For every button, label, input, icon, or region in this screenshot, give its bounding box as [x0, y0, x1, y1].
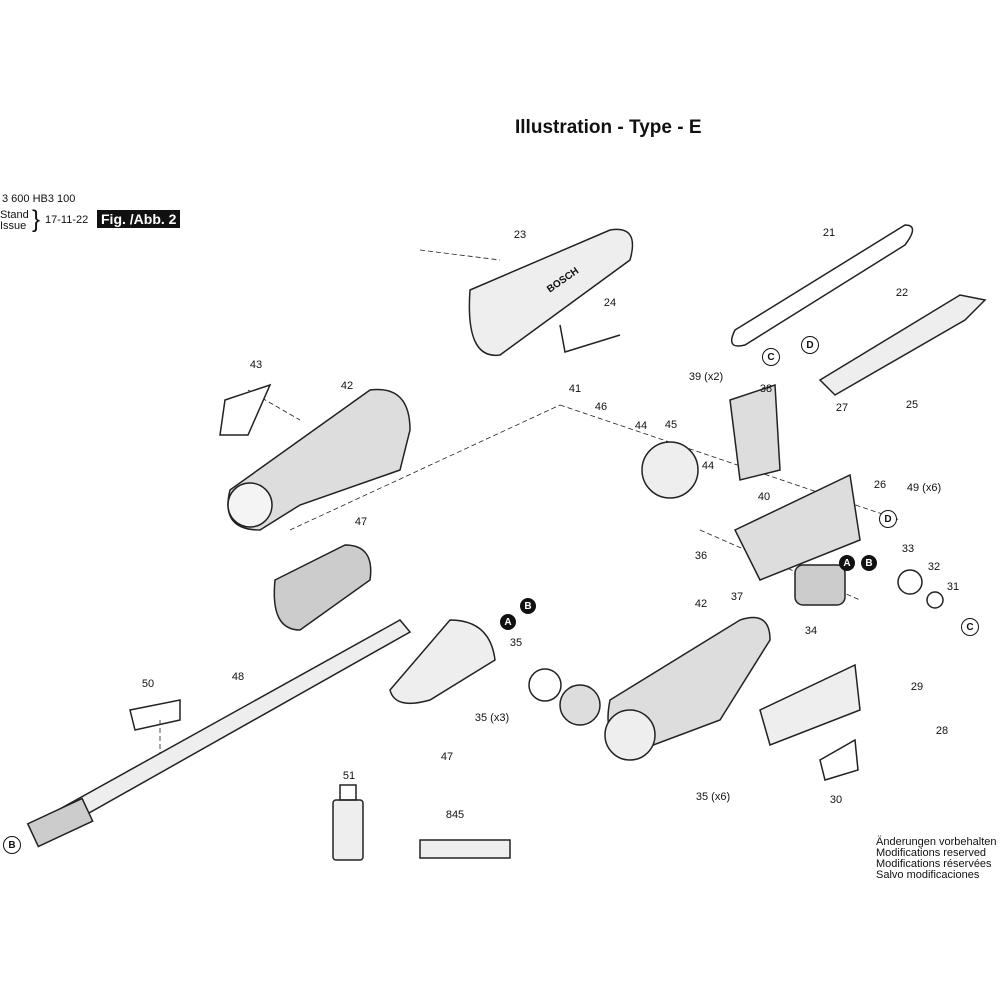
callout: 22	[895, 287, 909, 299]
callout: 33	[901, 543, 915, 555]
note: Salvo modificaciones	[876, 869, 980, 881]
callout: 44	[701, 460, 715, 472]
callout: 51	[342, 770, 356, 782]
callout: 46	[594, 401, 608, 413]
callout: 845	[445, 809, 465, 821]
connection-marker: B	[861, 555, 877, 571]
issue-date: 17-11-22	[45, 214, 89, 226]
callout: 36	[694, 550, 708, 562]
modification-notes: Änderungen vorbehalten Modifications res…	[876, 837, 996, 881]
callout: 38	[759, 383, 773, 395]
callout: 31	[946, 581, 960, 593]
callout: 25	[905, 399, 919, 411]
callout: 42	[694, 598, 708, 610]
callout: 45	[664, 419, 678, 431]
stand-label: Stand	[0, 209, 29, 221]
callout: 28	[935, 725, 949, 737]
callout: 30	[829, 794, 843, 806]
connection-marker: A	[839, 555, 855, 571]
note: Modifications reserved	[876, 847, 987, 859]
callout: 41	[568, 383, 582, 395]
callout: 43	[249, 359, 263, 371]
callout: 23	[513, 229, 527, 241]
callout: 35 (x3)	[474, 712, 510, 724]
callout: 35 (x6)	[695, 791, 731, 803]
connection-marker: D	[801, 336, 819, 354]
callout: 39 (x2)	[688, 371, 724, 383]
connection-marker: B	[520, 598, 536, 614]
callout: 37	[730, 591, 744, 603]
callout: 40	[757, 491, 771, 503]
callout: 50	[141, 678, 155, 690]
connection-marker: D	[879, 510, 897, 528]
callout: 47	[440, 751, 454, 763]
callout: 34	[804, 625, 818, 637]
page-title: Illustration - Type - E	[515, 117, 702, 138]
callout: 26	[873, 479, 887, 491]
callout: 47	[354, 516, 368, 528]
part-number: 3 600 HB3 100	[2, 193, 76, 205]
callout: 48	[231, 671, 245, 683]
note: Modifications réservées	[876, 858, 992, 870]
note: Änderungen vorbehalten	[876, 836, 997, 848]
figure-label: Fig. /Abb. 2	[97, 210, 181, 228]
connection-marker: C	[961, 618, 979, 636]
callout: 44	[634, 420, 648, 432]
connection-marker: B	[3, 836, 21, 854]
callout: 21	[822, 227, 836, 239]
callout: 35	[509, 637, 523, 649]
connection-marker: C	[762, 348, 780, 366]
callout: 24	[603, 297, 617, 309]
callout: 32	[927, 561, 941, 573]
callout: 27	[835, 402, 849, 414]
issue-label: Issue	[0, 220, 27, 232]
callout: 42	[340, 380, 354, 392]
callout: 29	[910, 681, 924, 693]
connection-marker: A	[500, 614, 516, 630]
callout: 49 (x6)	[906, 482, 942, 494]
